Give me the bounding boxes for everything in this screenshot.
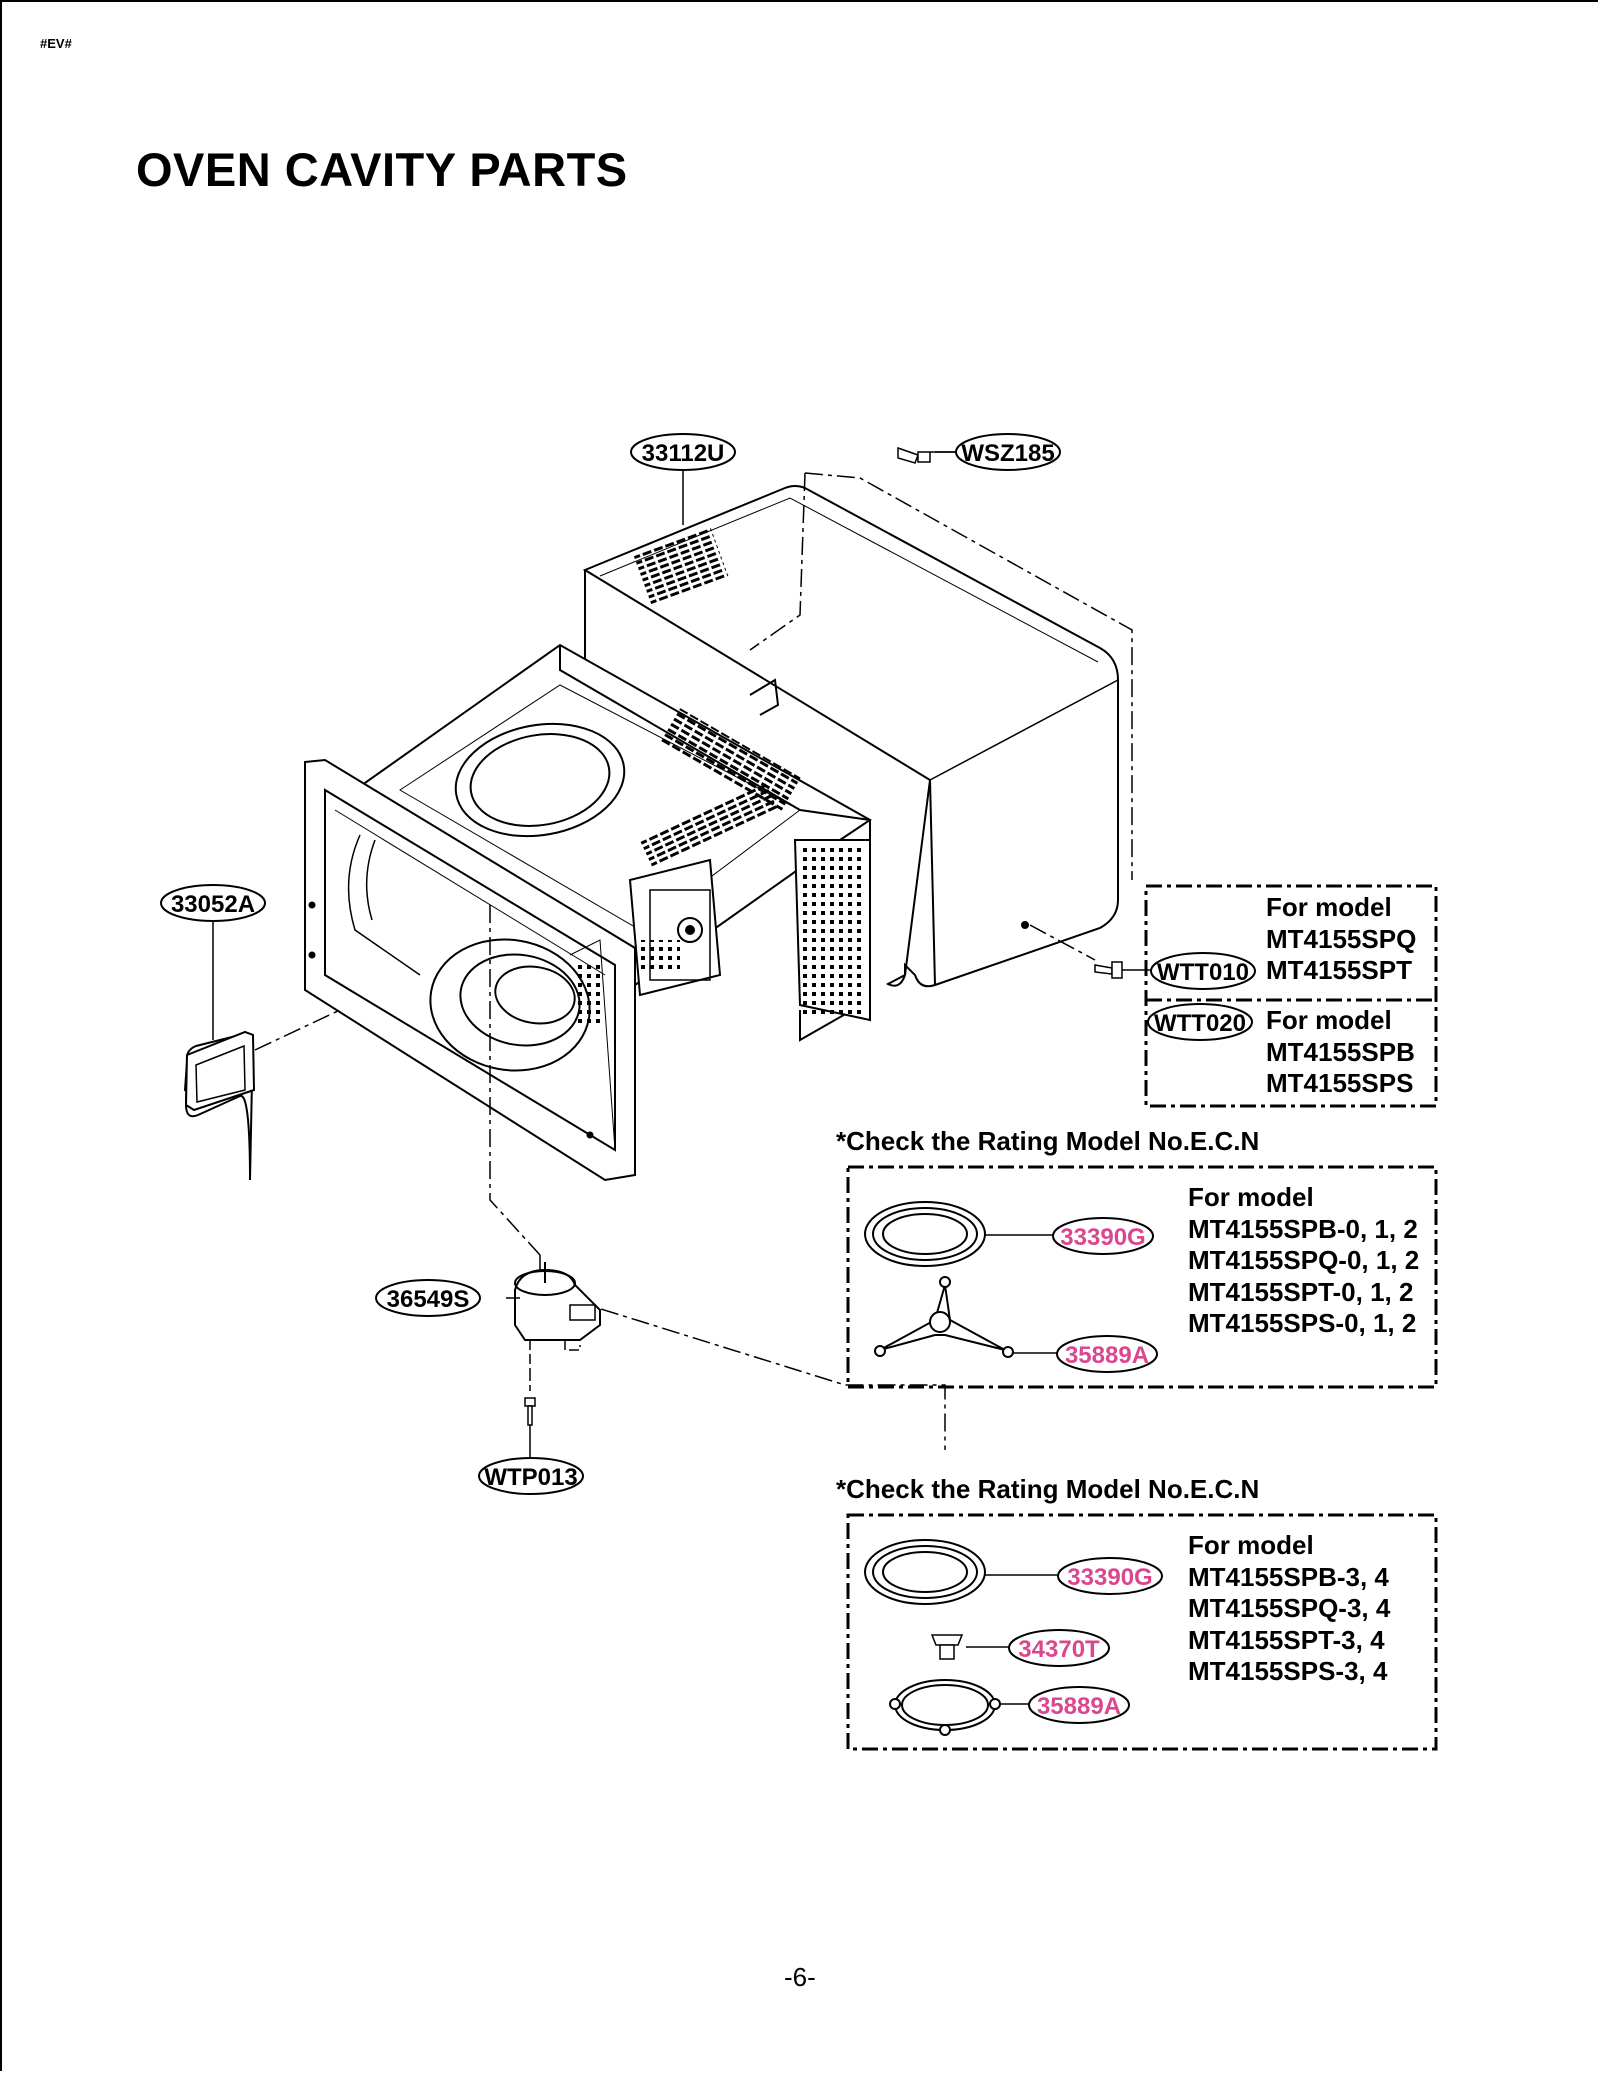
callout-label: WTT020 — [1154, 1010, 1246, 1037]
group-a-roller-part — [874, 1276, 1014, 1358]
callout-label: 33052A — [171, 891, 255, 918]
group-b-box — [846, 1513, 1438, 1751]
model-line: MT4155SPS-3, 4 — [1188, 1656, 1388, 1686]
callout-label: 34370T — [1018, 1636, 1100, 1663]
page-number: -6- — [784, 1962, 816, 1992]
model-line: MT4155SPS — [1266, 1068, 1414, 1098]
screw-wtp013-part — [524, 1375, 536, 1458]
callout-group-a-35889A: 35889A — [1056, 1335, 1158, 1373]
model-line: For model — [1188, 1182, 1314, 1212]
group-b-tray-part — [864, 1539, 986, 1605]
model-line: For model — [1266, 1005, 1392, 1035]
group-b-models: For model MT4155SPB-3, 4 MT4155SPQ-3, 4 … — [1188, 1530, 1390, 1688]
guide-lines — [254, 905, 1096, 1450]
callout-33052A: 33052A — [160, 884, 266, 922]
model-line: MT4155SPT — [1266, 955, 1412, 985]
screw-wsz185-part — [897, 446, 957, 464]
model-line: For model — [1188, 1530, 1314, 1560]
page-title: OVEN CAVITY PARTS — [136, 143, 628, 196]
model-line: MT4155SPT-0, 1, 2 — [1188, 1276, 1414, 1307]
group-a-models: For model MT4155SPB-0, 1, 2 MT4155SPQ-0,… — [1188, 1182, 1419, 1340]
screw-wtt010-models: For model MT4155SPQ MT4155SPT — [1266, 892, 1416, 987]
screw-wtt020-models: For model MT4155SPB MT4155SPS — [1266, 1005, 1415, 1100]
screw-wtt010-part — [1094, 961, 1150, 979]
model-line: MT4155SPS-0, 1, 2 — [1188, 1308, 1417, 1338]
callout-36549S: 36549S — [375, 1279, 481, 1317]
callout-label: 33390G — [1067, 1564, 1152, 1591]
model-line: MT4155SPQ-0, 1, 2 — [1188, 1245, 1420, 1275]
group-b-note: *Check the Rating Model No.E.C.N — [836, 1474, 1260, 1504]
outer-cabinet — [582, 472, 1133, 988]
group-a-note: *Check the Rating Model No.E.C.N — [836, 1126, 1260, 1156]
model-line: MT4155SPQ — [1266, 923, 1417, 954]
callout-label: 35889A — [1065, 1342, 1149, 1369]
callout-label: 33390G — [1060, 1224, 1145, 1251]
model-line: MT4155SPB — [1266, 1036, 1415, 1067]
callout-WTT010: WTT010 — [1150, 952, 1256, 990]
callout-group-b-33390G: 33390G — [1057, 1557, 1163, 1595]
motor-guides — [529, 1340, 581, 1375]
group-b-roller-part — [889, 1679, 1001, 1736]
model-line: MT4155SPT-3, 4 — [1188, 1624, 1385, 1655]
callout-group-b-35889A: 35889A — [1028, 1686, 1130, 1724]
leader-lines — [506, 451, 957, 1299]
callout-WTP013: WTP013 — [478, 1457, 584, 1495]
page-tag: #EV# — [40, 36, 72, 51]
callout-33112U: 33112U — [630, 433, 736, 471]
model-line: For model — [1266, 892, 1392, 922]
group-b-coupler-part — [930, 1634, 964, 1660]
callout-group-a-33390G: 33390G — [1052, 1217, 1154, 1255]
callout-label: WTP013 — [484, 1464, 577, 1491]
group-a-box — [846, 1165, 1438, 1389]
model-line: MT4155SPQ-3, 4 — [1188, 1593, 1391, 1623]
callout-label: 33112U — [642, 440, 725, 467]
cavity-frame — [304, 643, 872, 1182]
callout-label: WTT010 — [1157, 959, 1249, 986]
model-line: MT4155SPB-3, 4 — [1188, 1561, 1389, 1592]
callout-WSZ185: WSZ185 — [955, 433, 1061, 471]
callout-label: 35889A — [1037, 1693, 1121, 1720]
callout-group-b-34370T: 34370T — [1008, 1629, 1110, 1667]
callout-label: 36549S — [387, 1286, 470, 1313]
callout-label: WSZ185 — [961, 440, 1054, 467]
screw-model-box — [1144, 884, 1438, 1108]
turntable-motor — [514, 1262, 601, 1341]
model-line: MT4155SPB-0, 1, 2 — [1188, 1213, 1418, 1244]
door-stopper-rect — [184, 1030, 256, 1112]
group-a-tray-part — [864, 1201, 986, 1267]
callout-WTT020: WTT020 — [1147, 1003, 1253, 1041]
